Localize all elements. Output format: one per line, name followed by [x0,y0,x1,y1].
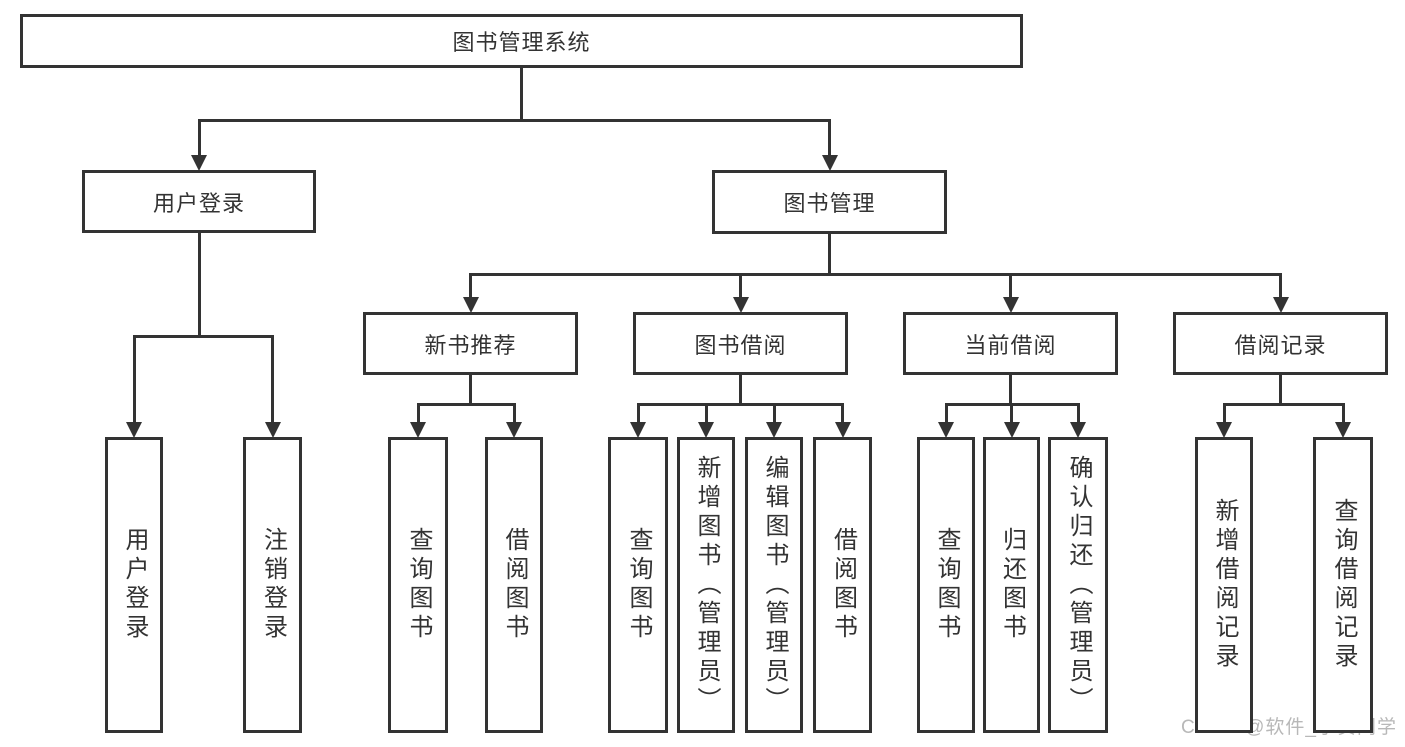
node-cb-confirm: 确认归还（管理员） [1048,437,1108,733]
arrow-down-icon-current-borrow [1002,297,1019,313]
node-user-login: 用户登录 [82,170,316,233]
node-label-book-mgmt: 图书管理 [783,191,876,216]
connector-drop-root [520,68,523,119]
node-br-query: 查询借阅记录 [1313,437,1373,733]
arrow-down-icon-nb-borrow [506,422,522,438]
node-bb-add: 新增图书（管理员） [677,437,735,733]
node-label-new-book-rec: 新书推荐 [424,332,517,358]
connector-stem-user-login [197,119,201,156]
connector-rail-user-login [132,335,274,338]
arrow-down-icon-bb-borrow [834,422,851,438]
arrow-down-icon-new-book-rec [462,297,479,313]
connector-stem-book-mgmt [828,119,831,156]
node-label-root: 图书管理系统 [452,30,591,55]
node-nb-query: 查询图书 [388,437,448,733]
arrow-down-icon-user-login [191,155,207,171]
node-label-current-borrow: 当前借阅 [964,332,1057,358]
arrow-down-icon-book-borrow [732,297,749,313]
arrow-down-icon-logout [264,422,281,438]
node-label-nb-borrow: 借阅图书 [501,527,528,643]
node-label-login: 用户登录 [121,527,148,643]
arrow-down-icon-borrow-record [1272,297,1289,313]
node-book-mgmt: 图书管理 [712,170,947,234]
node-label-logout: 注销登录 [259,527,287,643]
connector-stem-login [132,335,136,423]
node-br-add: 新增借阅记录 [1195,437,1253,733]
connector-drop-book-mgmt [828,234,831,273]
arrow-down-icon-br-query [1335,422,1351,438]
connector-rail-book-mgmt [469,273,1282,276]
node-label-user-login: 用户登录 [152,190,245,216]
connector-stem-br-add [1222,403,1226,423]
connector-drop-borrow-record [1279,375,1282,403]
connector-drop-new-book-rec [469,375,472,403]
connector-stem-borrow-record [1279,273,1282,298]
node-label-br-add: 新增借阅记录 [1211,498,1238,672]
connector-rail-root [197,119,831,122]
connector-stem-nb-borrow [512,403,516,423]
connector-rail-borrow-record [1222,403,1345,406]
node-bb-query: 查询图书 [608,437,668,733]
node-label-bb-query: 查询图书 [625,527,652,643]
arrow-down-icon-cb-confirm [1070,422,1086,438]
node-bb-edit: 编辑图书（管理员） [745,437,803,733]
connector-stem-bb-add [704,403,708,423]
arrow-down-icon-br-add [1216,422,1232,438]
node-label-book-borrow: 图书借阅 [694,332,787,358]
connector-stem-current-borrow [1009,273,1012,298]
arrow-down-icon-nb-query [410,422,426,438]
connector-rail-new-book-rec [416,403,516,406]
connector-rail-book-borrow [636,403,844,406]
connector-drop-user-login [197,233,201,335]
connector-stem-nb-query [416,403,420,423]
arrow-down-icon-book-mgmt [821,155,838,171]
arrow-down-icon-bb-query [630,422,646,438]
node-label-cb-query: 查询图书 [933,527,960,643]
node-login: 用户登录 [105,437,163,733]
connector-stem-logout [271,335,274,423]
node-nb-borrow: 借阅图书 [485,437,543,733]
node-label-borrow-record: 借阅记录 [1234,332,1327,358]
node-current-borrow: 当前借阅 [903,312,1118,375]
node-label-cb-confirm: 确认归还（管理员） [1065,454,1092,716]
node-label-bb-edit: 编辑图书（管理员） [761,454,788,716]
connector-stem-cb-confirm [1076,403,1080,423]
connector-stem-br-query [1341,403,1345,423]
connector-drop-book-borrow [739,375,742,403]
node-new-book-rec: 新书推荐 [363,312,578,375]
arrow-down-icon-bb-add [698,422,714,438]
node-bb-borrow: 借阅图书 [813,437,872,733]
arrow-down-icon-bb-edit [766,422,782,438]
node-logout: 注销登录 [243,437,302,733]
node-book-borrow: 图书借阅 [633,312,848,375]
node-cb-return: 归还图书 [983,437,1040,733]
connector-stem-bb-edit [772,403,776,423]
node-cb-query: 查询图书 [917,437,975,733]
arrow-down-icon-cb-return [1003,422,1020,438]
node-label-nb-query: 查询图书 [405,527,432,643]
node-label-cb-return: 归还图书 [998,527,1026,643]
connector-stem-cb-return [1010,403,1013,423]
connector-stem-new-book-rec [469,273,472,298]
node-label-br-query: 查询借阅记录 [1330,498,1357,672]
connector-stem-bb-borrow [841,403,844,423]
arrow-down-icon-login [126,422,142,438]
connector-stem-bb-query [636,403,640,423]
arrow-down-icon-cb-query [938,422,954,438]
connector-stem-book-borrow [739,273,742,298]
node-borrow-record: 借阅记录 [1173,312,1388,375]
node-label-bb-add: 新增图书（管理员） [693,454,720,716]
connector-drop-current-borrow [1009,375,1012,403]
node-root: 图书管理系统 [20,14,1023,68]
connector-stem-cb-query [944,403,948,423]
node-label-bb-borrow: 借阅图书 [829,527,857,643]
